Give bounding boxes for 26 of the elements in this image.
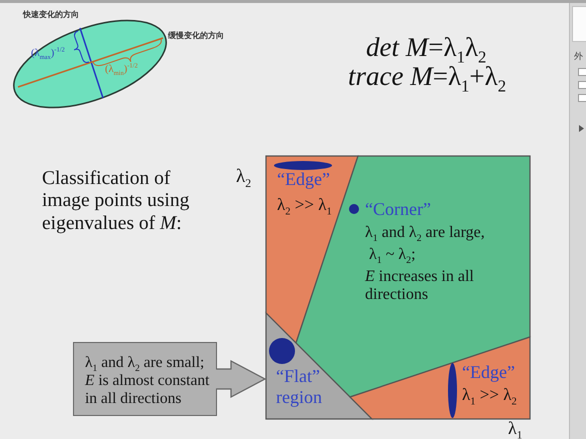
eigenvalue-condition: λ$_{1}$ and λ$_{2}$ are large, [365,224,485,242]
axis-length-label: (λ$_{max}$)$^{-1/2}$ [31,48,65,60]
formula: det M=λ$_{1}$λ$_{2}$ [366,32,486,64]
description-text: E increases in all directions [365,268,475,305]
axis-label: λ$_{1}$ [508,418,522,439]
eigenvalue-condition: λ$_{1}$ ~ λ$_{2}$; [369,246,416,264]
formula: trace M=λ$_{1}$+λ$_{2}$ [348,61,506,92]
region-title: “Flat” region [276,366,323,408]
callout-text: λ$_{1}$ and λ$_{2}$ are small; E is almost constant in all directions [85,354,210,408]
flat-region [266,313,372,419]
eigenvalue-condition: λ$_{1}$ >> λ$_{2}$ [462,385,517,405]
description-text: Classification of image points using eigenvalues of M: [42,168,190,236]
eigenvalue-condition: λ$_{2}$ >> λ$_{1}$ [277,195,332,215]
region-title: “Corner” [365,199,431,220]
edge-region [266,156,358,343]
region-title: “Edge” [462,362,515,383]
direction-label: 缓慢变化的方向 [168,31,224,40]
region-title: “Edge” [277,169,330,190]
edge-region [350,337,530,419]
direction-label: 快速变化的方向 [23,10,79,20]
callout-box [73,342,217,416]
ellipse [13,20,167,108]
axis-length-label: (λ$_{min}$)$^{-1/2}$ [105,64,138,76]
block-arrow [215,360,266,398]
axis-label: λ$_{2}$ [236,166,252,188]
panel-label: 外 [574,52,583,62]
